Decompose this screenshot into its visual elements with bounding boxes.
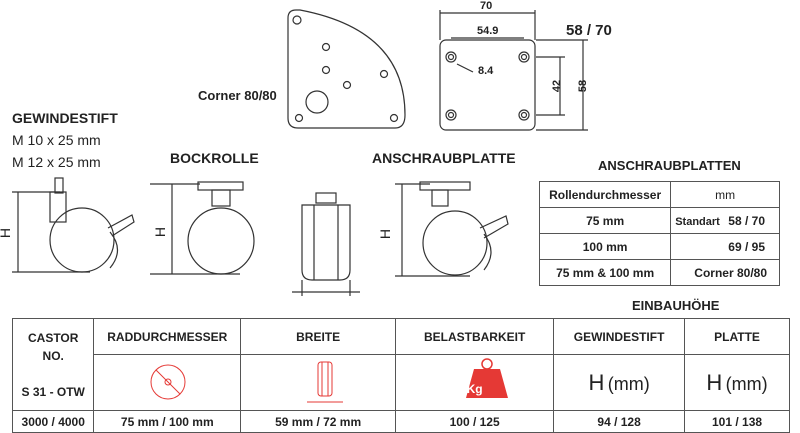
castor-label: CASTOR bbox=[27, 330, 79, 345]
dim-84: 8.4 bbox=[478, 65, 494, 77]
table-row: 3000 / 4000 75 mm / 100 mm 59 mm / 72 mm… bbox=[11, 410, 790, 433]
value-threaded: 94 / 128 bbox=[553, 410, 686, 433]
cell-prefix: Standart bbox=[675, 215, 720, 228]
icon-cell-width bbox=[240, 354, 397, 411]
plates-table: Rollendurchmesser mm 75 mm Standart 58 /… bbox=[538, 181, 780, 286]
value-plate: 101 / 138 bbox=[684, 410, 790, 433]
height-label-3: H bbox=[377, 228, 394, 240]
h-label: H bbox=[588, 369, 605, 395]
value-width: 59 mm / 72 mm bbox=[240, 410, 397, 433]
cell-diameter: 75 mm bbox=[538, 207, 672, 234]
dim-42: 42 bbox=[551, 79, 564, 93]
corner-plate-drawing bbox=[287, 9, 406, 129]
cell-value: 69 / 95 bbox=[670, 233, 780, 260]
castor-cell: CASTOR NO. S 31 - OTW bbox=[11, 318, 95, 411]
mm-label: (mm) bbox=[725, 373, 768, 394]
dim-70: 70 bbox=[480, 0, 493, 12]
castor-threaded-drawing bbox=[12, 177, 135, 273]
cell-value: Standart 58 / 70 bbox=[670, 207, 780, 234]
value-load: 100 / 125 bbox=[395, 410, 555, 433]
table-row: Rollendurchmesser mm bbox=[538, 181, 780, 208]
cell-diameter: 100 mm bbox=[538, 233, 672, 260]
gewindestift-title: GEWINDESTIFT bbox=[12, 110, 118, 126]
table-row: 75 mm & 100 mm Corner 80/80 bbox=[538, 259, 780, 286]
value-model: 3000 / 4000 bbox=[11, 410, 95, 433]
bockrolle-title: BOCKROLLE bbox=[170, 150, 259, 166]
m10-label: M 10 x 25 mm bbox=[12, 132, 101, 148]
einbau-title: EINBAUHÖHE bbox=[632, 298, 720, 313]
cell-value: Corner 80/80 bbox=[670, 259, 780, 286]
icon-cell-weight: Kg bbox=[395, 354, 555, 411]
header-gewindestift: GEWINDESTIFT bbox=[553, 318, 686, 355]
header-breite: BREITE bbox=[240, 318, 397, 355]
m12-label: M 12 x 25 mm bbox=[12, 154, 101, 170]
header-raddurchmesser: RADDURCHMESSER bbox=[93, 318, 242, 355]
anschraubplatte-title: ANSCHRAUBPLATTE bbox=[372, 150, 516, 166]
value-diameter: 75 mm / 100 mm bbox=[93, 410, 242, 433]
header-belastbarkeit: BELASTBARKEIT bbox=[395, 318, 555, 355]
kg-label: Kg bbox=[466, 381, 483, 396]
square-plate-drawing bbox=[439, 10, 588, 131]
cell-diameter: 75 mm & 100 mm bbox=[538, 259, 672, 286]
plates-table-title: ANSCHRAUBPLATTEN bbox=[598, 158, 741, 173]
model-label: S 31 - OTW bbox=[21, 384, 85, 399]
dim-58: 58 bbox=[577, 79, 590, 93]
height-label-1: H bbox=[0, 228, 13, 238]
height-label-2: H bbox=[152, 226, 169, 238]
icon-cell-diameter bbox=[93, 354, 242, 411]
cell-val: 69 / 95 bbox=[728, 239, 765, 254]
cell-val: 58 / 70 bbox=[728, 213, 765, 228]
table-row: CASTOR NO. S 31 - OTW RADDURCHMESSER BRE… bbox=[11, 318, 790, 411]
castor-side-drawing bbox=[292, 192, 360, 296]
h-mm-cell-2: H (mm) bbox=[684, 354, 790, 411]
plate-size-label: 58 / 70 bbox=[566, 22, 612, 39]
header-diameter: Rollendurchmesser bbox=[538, 181, 672, 208]
mm-label: (mm) bbox=[607, 373, 650, 394]
no-label: NO. bbox=[42, 348, 64, 363]
header-mm: mm bbox=[670, 181, 780, 208]
spec-table: CASTOR NO. S 31 - OTW RADDURCHMESSER BRE… bbox=[11, 318, 790, 433]
table-row: Kg H (mm) H (mm) bbox=[13, 354, 790, 411]
castor-plate-drawing bbox=[395, 181, 509, 277]
header-platte: PLATTE bbox=[684, 318, 790, 355]
h-mm-cell-1: H (mm) bbox=[553, 354, 686, 411]
dim-549: 54.9 bbox=[477, 25, 499, 37]
castor-bracket-drawing bbox=[150, 181, 255, 275]
table-row: 100 mm 69 / 95 bbox=[538, 233, 780, 260]
table-row: 75 mm Standart 58 / 70 bbox=[538, 207, 780, 234]
corner-label: Corner 80/80 bbox=[198, 88, 277, 103]
h-label: H bbox=[706, 369, 723, 395]
